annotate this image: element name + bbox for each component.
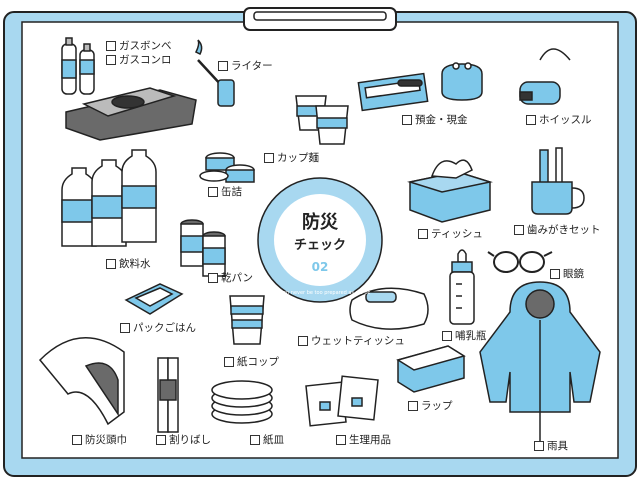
checkbox[interactable]: [336, 435, 346, 445]
checkbox[interactable]: [106, 41, 116, 51]
center-subtitle: チェック: [293, 238, 346, 253]
glasses-icon: [487, 251, 553, 273]
paper-cup-icon: [229, 295, 265, 345]
item-canned-food[interactable]: 缶詰: [208, 186, 242, 198]
checkbox[interactable]: [208, 273, 218, 283]
checkbox[interactable]: [402, 115, 412, 125]
drinking-water-icon: [61, 149, 157, 247]
checkbox[interactable]: [550, 269, 560, 279]
item-lighter[interactable]: ライター: [218, 60, 273, 72]
item-wet-tissue[interactable]: ウェットティッシュ: [298, 335, 405, 347]
item-deposit-cash[interactable]: 預金・現金: [402, 114, 468, 126]
checkbox[interactable]: [250, 435, 260, 445]
checkbox[interactable]: [106, 259, 116, 269]
item-disaster-hood[interactable]: 防災頭巾: [72, 434, 127, 446]
checkbox[interactable]: [442, 331, 452, 341]
checkbox[interactable]: [120, 323, 130, 333]
chopsticks-icon: [157, 357, 179, 433]
item-gas-stove[interactable]: ガスコンロ: [106, 54, 172, 66]
disaster-hood-icon: [38, 337, 125, 426]
checkbox[interactable]: [526, 115, 536, 125]
dry-bread-icon: [180, 219, 226, 277]
wet-tissue-icon: [349, 287, 429, 330]
item-raincoat[interactable]: 雨具: [534, 440, 568, 452]
item-baby-bottle[interactable]: 哺乳瓶: [442, 330, 487, 342]
item-cup-noodle[interactable]: カップ麺: [264, 152, 319, 164]
center-title: 防災: [302, 212, 338, 233]
checkbox[interactable]: [218, 61, 228, 71]
tissue-icon: [407, 159, 493, 223]
baby-bottle-icon: [449, 249, 475, 325]
item-glasses[interactable]: 眼鏡: [550, 268, 584, 280]
center-number: 02: [311, 260, 329, 274]
checkbox[interactable]: [264, 153, 274, 163]
checkbox[interactable]: [298, 336, 308, 346]
checkbox[interactable]: [72, 435, 82, 445]
checkbox[interactable]: [208, 187, 218, 197]
item-dry-bread[interactable]: 乾パン: [208, 272, 253, 284]
pack-rice-icon: [124, 283, 184, 315]
gas-stove-icon: [65, 87, 197, 141]
item-toothbrush-set[interactable]: 歯みがきセット: [514, 224, 601, 236]
whistle-icon: [519, 48, 571, 105]
canned-food-icon: [199, 152, 255, 183]
sanitary-icon: [305, 375, 379, 427]
item-paper-cup[interactable]: 紙コップ: [224, 356, 279, 368]
cup-noodle-icon: [295, 95, 349, 145]
paper-plate-icon: [211, 380, 273, 424]
gas-cylinder-icon: [61, 37, 95, 95]
checkbox[interactable]: [156, 435, 166, 445]
item-sanitary[interactable]: 生理用品: [336, 434, 391, 446]
checkbox[interactable]: [224, 357, 234, 367]
item-drinking-water[interactable]: 飲料水: [106, 258, 151, 270]
deposit-cash-icon: [357, 62, 483, 112]
checkbox[interactable]: [418, 229, 428, 239]
item-whistle[interactable]: ホイッスル: [526, 114, 592, 126]
checkbox[interactable]: [106, 55, 116, 65]
checkbox[interactable]: [408, 401, 418, 411]
item-gas-cylinder[interactable]: ガスボンベ: [106, 40, 172, 52]
center-ring-text: You can never be too prepared as we don'…: [270, 290, 370, 296]
checkbox[interactable]: [534, 441, 544, 451]
toothbrush-set-icon: [531, 147, 585, 215]
item-tissue[interactable]: ティッシュ: [418, 228, 483, 240]
item-chopsticks[interactable]: 割りばし: [156, 434, 211, 446]
item-pack-rice[interactable]: パックごはん: [120, 322, 196, 334]
item-wrap[interactable]: ラップ: [408, 400, 453, 412]
center-badge: [257, 177, 383, 303]
lighter-icon: [194, 39, 235, 107]
checkbox[interactable]: [514, 225, 524, 235]
raincoat-icon: [479, 281, 601, 442]
wrap-icon: [396, 345, 466, 393]
item-paper-plate[interactable]: 紙皿: [250, 434, 284, 446]
